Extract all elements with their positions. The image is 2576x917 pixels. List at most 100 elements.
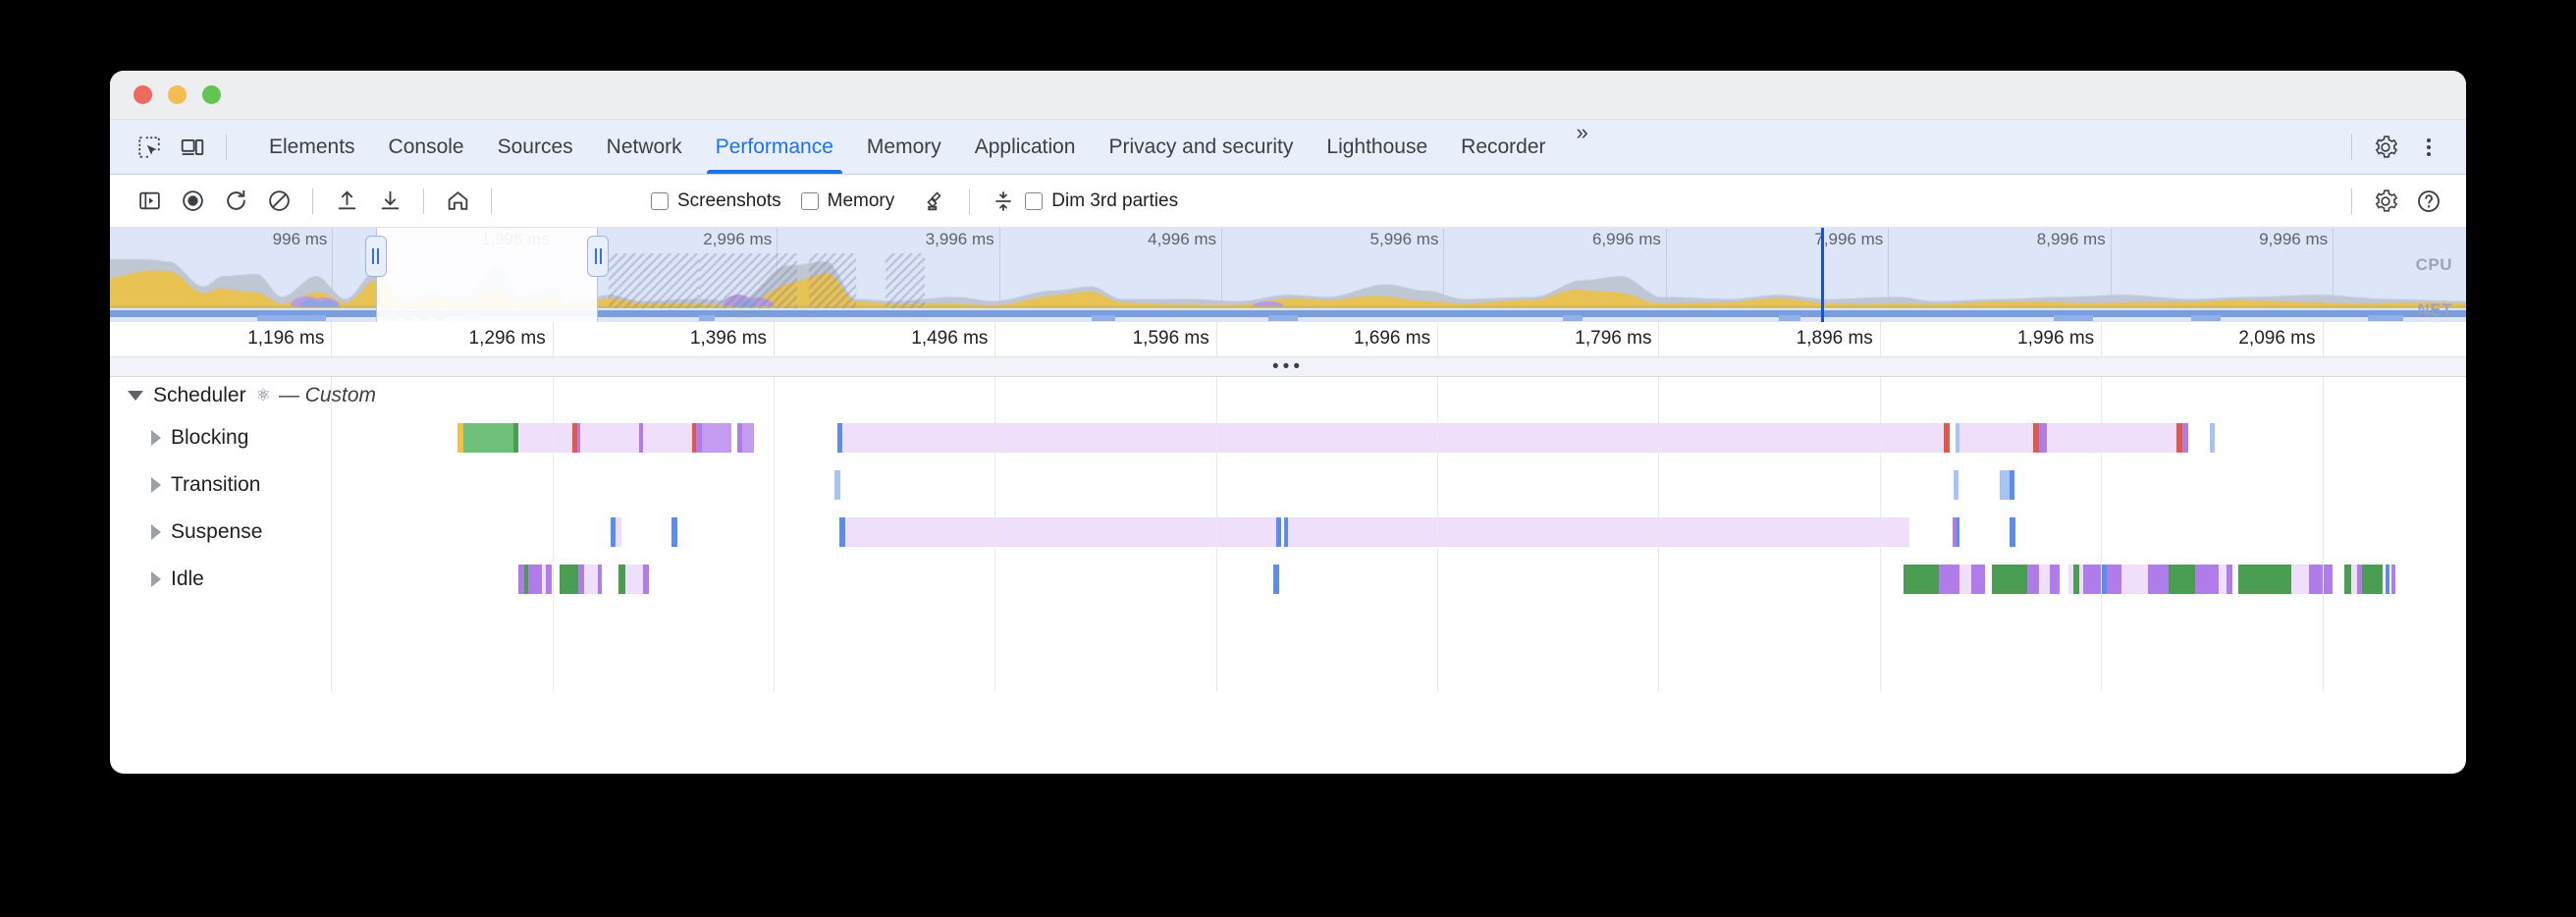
flame-segment[interactable] (578, 565, 584, 594)
track-header-blocking[interactable]: Blocking (110, 414, 248, 461)
flame-segment[interactable] (2148, 565, 2169, 594)
flame-segment[interactable] (1276, 517, 1281, 547)
flame-segment[interactable] (1959, 565, 1971, 594)
flame-segment[interactable] (1273, 565, 1279, 594)
upload-profile-button[interactable] (325, 180, 368, 223)
more-tabs-icon[interactable]: » (1576, 120, 1588, 144)
flame-segment[interactable] (2078, 565, 2083, 594)
flame-segment[interactable] (611, 517, 616, 547)
clear-button[interactable] (257, 180, 300, 223)
device-toolbar-icon[interactable] (171, 126, 214, 169)
flame-segment[interactable] (2308, 565, 2333, 594)
flame-bar-row[interactable] (110, 565, 2466, 594)
kebab-menu-icon[interactable] (2407, 126, 2450, 169)
timeline-overview[interactable]: 996 ms1,996 ms2,996 ms3,996 ms4,996 ms5,… (110, 228, 2466, 322)
flame-segment[interactable] (2169, 565, 2195, 594)
track-header-suspense[interactable]: Suspense (110, 509, 262, 556)
flame-segment[interactable] (517, 565, 524, 594)
close-window-button[interactable] (134, 85, 152, 104)
flame-segment[interactable] (572, 423, 577, 453)
flame-segment[interactable] (457, 423, 463, 453)
flame-segment[interactable] (517, 423, 572, 453)
flame-segment[interactable] (643, 565, 649, 594)
flame-segment[interactable] (1943, 423, 1950, 453)
minimize-window-button[interactable] (168, 85, 187, 104)
flame-segment[interactable] (837, 423, 842, 453)
flame-segment[interactable] (2390, 565, 2395, 594)
track-header-idle[interactable]: Idle (110, 556, 204, 603)
flame-segment[interactable] (541, 565, 546, 594)
track-header-transition[interactable]: Transition (110, 461, 260, 509)
selection-window[interactable] (375, 228, 599, 322)
flame-segment[interactable] (2010, 470, 2014, 500)
flame-segment[interactable] (1959, 423, 2033, 453)
gear-icon[interactable] (2364, 126, 2407, 169)
flame-segment[interactable] (2210, 423, 2215, 453)
flame-segment[interactable] (2226, 565, 2232, 594)
tab-application[interactable]: Application (958, 120, 1093, 174)
flame-segment[interactable] (638, 423, 643, 453)
download-profile-button[interactable] (368, 180, 411, 223)
tab-privacy-and-security[interactable]: Privacy and security (1092, 120, 1310, 174)
flame-segment[interactable] (1971, 565, 1985, 594)
tab-memory[interactable]: Memory (850, 120, 958, 174)
flame-segment[interactable] (625, 565, 643, 594)
flame-segment[interactable] (2010, 517, 2015, 547)
flame-segment[interactable] (844, 517, 1276, 547)
flame-segment[interactable] (528, 565, 542, 594)
flame-segment[interactable] (2290, 565, 2309, 594)
home-button[interactable] (436, 180, 479, 223)
flame-bar-row[interactable] (110, 517, 2466, 547)
flame-segment[interactable] (741, 423, 754, 453)
flame-segment[interactable] (643, 423, 692, 453)
flame-segment[interactable] (838, 517, 845, 547)
flame-segment[interactable] (2101, 565, 2107, 594)
flame-segment[interactable] (2049, 565, 2060, 594)
flame-segment[interactable] (559, 565, 578, 594)
flame-segment[interactable] (2181, 423, 2188, 453)
flame-segment[interactable] (523, 565, 528, 594)
flame-segment[interactable] (2343, 565, 2351, 594)
flame-segment[interactable] (513, 423, 518, 453)
flame-segment[interactable] (2121, 565, 2148, 594)
flame-segment[interactable] (691, 423, 696, 453)
gear-icon[interactable] (2364, 180, 2407, 223)
screenshots-checkbox[interactable]: Screenshots (651, 190, 801, 212)
tab-lighthouse[interactable]: Lighthouse (1310, 120, 1444, 174)
flame-segment[interactable] (2027, 565, 2039, 594)
flame-segment[interactable] (546, 565, 552, 594)
flame-segment[interactable] (463, 423, 513, 453)
flame-segment[interactable] (2068, 565, 2073, 594)
flame-segment[interactable] (1957, 517, 1959, 547)
flame-segment[interactable] (579, 423, 639, 453)
toggle-sidebar-button[interactable] (128, 180, 171, 223)
memory-checkbox[interactable]: Memory (800, 190, 915, 212)
flame-segment[interactable] (1939, 565, 1959, 594)
flame-bar-row[interactable] (110, 470, 2466, 500)
flame-segment[interactable] (617, 565, 625, 594)
flame-segment[interactable] (2237, 565, 2291, 594)
help-icon[interactable] (2407, 180, 2450, 223)
flame-segment[interactable] (2351, 565, 2357, 594)
flame-segment[interactable] (1954, 470, 1959, 500)
flame-segment[interactable] (2361, 565, 2383, 594)
maximize-window-button[interactable] (202, 85, 221, 104)
flame-bar-row[interactable] (110, 423, 2466, 453)
flame-segment[interactable] (702, 423, 731, 453)
flame-segment[interactable] (1904, 565, 1939, 594)
group-header-scheduler[interactable]: Scheduler ⚛ — Custom (110, 377, 376, 414)
flame-segment[interactable] (1288, 517, 1909, 547)
flame-segment[interactable] (615, 517, 621, 547)
flame-chart[interactable]: Scheduler ⚛ — Custom Blocking Transition… (110, 377, 2466, 691)
flame-segment[interactable] (1283, 517, 1288, 547)
dim-3rd-parties-checkbox[interactable]: Dim 3rd parties (1025, 190, 1198, 212)
tab-sources[interactable]: Sources (481, 120, 590, 174)
tab-network[interactable]: Network (590, 120, 699, 174)
tab-console[interactable]: Console (372, 120, 481, 174)
tab-elements[interactable]: Elements (252, 120, 372, 174)
flame-segment[interactable] (584, 565, 598, 594)
flame-segment[interactable] (671, 517, 677, 547)
collapse-arrows-icon[interactable] (982, 180, 1025, 223)
record-button[interactable] (171, 180, 214, 223)
selection-handle-left[interactable] (364, 236, 387, 277)
